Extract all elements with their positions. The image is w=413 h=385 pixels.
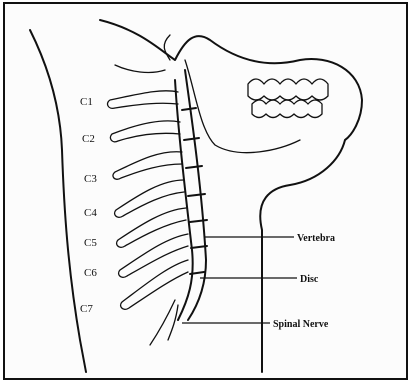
label-c1: C1	[80, 96, 93, 108]
label-c7: C7	[80, 303, 93, 315]
label-c2: C2	[82, 133, 95, 145]
callout-disc: Disc	[300, 274, 319, 285]
spinous-processes	[108, 91, 188, 310]
vertebral-column	[175, 80, 193, 320]
spinal-nerves	[115, 35, 178, 345]
teeth	[248, 79, 328, 118]
label-c3: C3	[84, 173, 97, 185]
neck-back-outline	[30, 30, 86, 372]
label-c5: C5	[84, 237, 97, 249]
label-c4: C4	[84, 207, 97, 219]
label-c6: C6	[84, 267, 97, 279]
callout-spinal-nerve: Spinal Nerve	[273, 319, 329, 330]
jaw-inner-line	[185, 60, 300, 153]
callout-vertebra: Vertebra	[297, 233, 335, 244]
vertebra-level-labels: C1 C2 C3 C4 C5 C6 C7	[80, 96, 97, 315]
